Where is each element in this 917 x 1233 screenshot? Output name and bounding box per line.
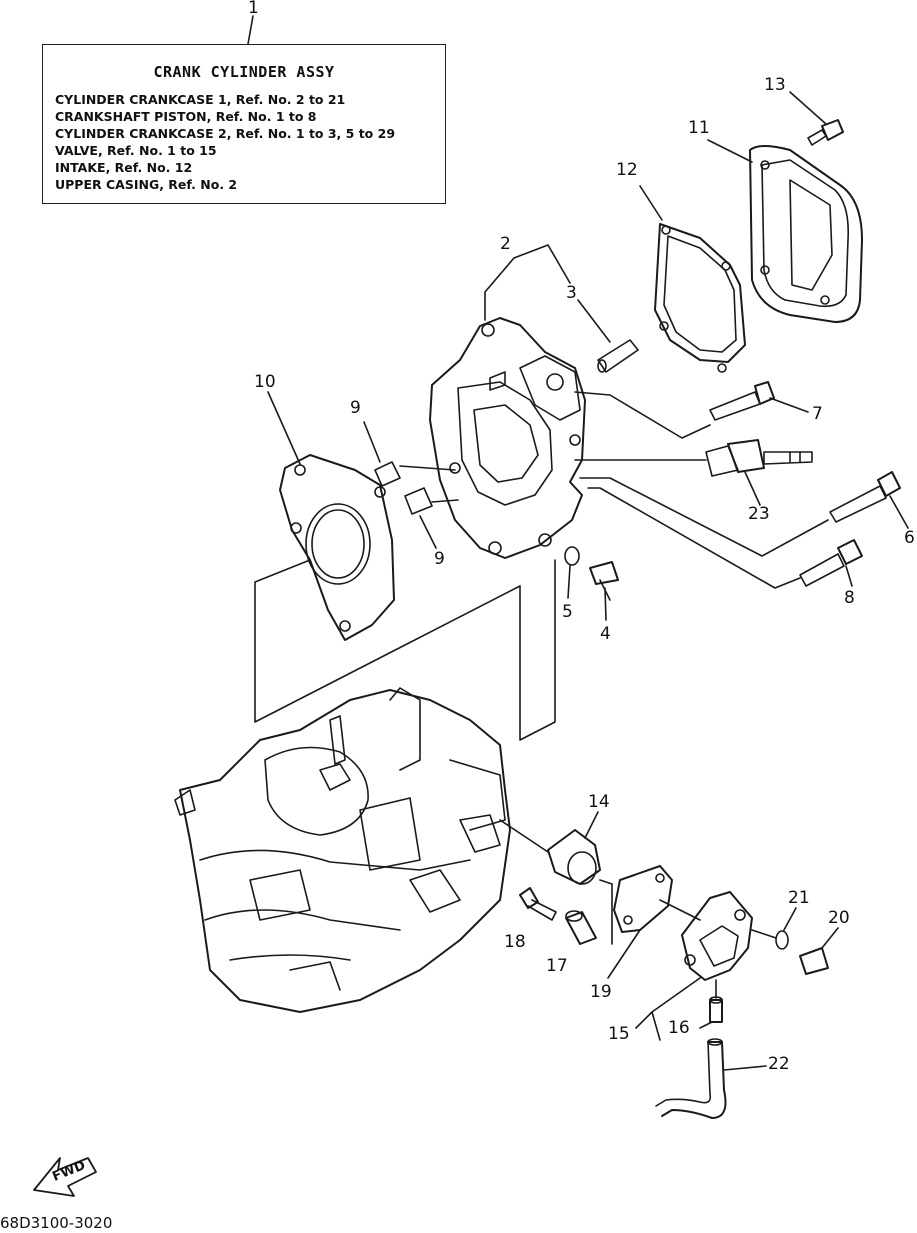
bolt-8 [799, 539, 863, 587]
kit-line: VALVE, Ref. No. 1 to 15 [55, 143, 217, 158]
leader-2 [484, 244, 571, 321]
dowel-9-upper [374, 461, 401, 487]
kit-line: CYLINDER CRANKCASE 1, Ref. No. 2 to 21 [55, 92, 346, 107]
dash-8 [587, 487, 801, 589]
leader-13 [789, 91, 827, 125]
bolt-13 [807, 119, 844, 146]
callout-15: 15 [608, 1024, 630, 1044]
callout-9-upper: 9 [350, 398, 361, 418]
kit-line: UPPER CASING, Ref. No. 2 [55, 177, 238, 192]
hose-22 [655, 1038, 727, 1119]
callout-16: 16 [668, 1018, 690, 1038]
callout-14: 14 [588, 792, 610, 812]
bolt-4 [589, 561, 619, 601]
kit-line: CRANKSHAFT PISTON, Ref. No. 1 to 8 [55, 109, 317, 124]
callout-4: 4 [600, 624, 611, 644]
washer-21 [775, 930, 789, 950]
leader-21 [783, 907, 797, 931]
callout-7: 7 [812, 404, 823, 424]
leader-1 [247, 15, 254, 45]
head-cover-gasket [654, 223, 746, 373]
callout-19: 19 [590, 982, 612, 1002]
cylinder-head-gasket [279, 454, 395, 641]
leader-7 [769, 397, 809, 413]
leader-16 [699, 1021, 713, 1029]
kit-title: CRANK CYLINDER ASSY [153, 63, 335, 81]
gasket-frame [254, 559, 556, 741]
callout-9-lower: 9 [434, 549, 445, 569]
leader-19 [607, 929, 641, 979]
dash-7 [574, 391, 711, 439]
leader-10 [267, 391, 301, 465]
leader-6 [889, 495, 909, 529]
fwd-arrow-icon [33, 1157, 97, 1197]
leader-9b [419, 515, 437, 549]
dash-9 [399, 465, 459, 503]
spark-plug [705, 439, 813, 477]
crankcase-block [174, 687, 511, 1013]
callout-12: 12 [616, 160, 638, 180]
bolt-6 [829, 471, 901, 523]
callout-5: 5 [562, 602, 573, 622]
bracket-19 [599, 879, 613, 945]
callout-3: 3 [566, 283, 577, 303]
bolt-18 [519, 887, 557, 921]
callout-2: 2 [500, 234, 511, 254]
kit-line: INTAKE, Ref. No. 12 [55, 160, 193, 175]
leader-5 [567, 565, 571, 599]
leader-8 [845, 565, 853, 587]
dowel-9-lower [404, 487, 433, 515]
callout-11: 11 [688, 118, 710, 138]
connect-14 [499, 819, 549, 853]
callout-6: 6 [904, 528, 915, 548]
kit-lines: CYLINDER CRANKCASE 1, Ref. No. 2 to 21 C… [55, 91, 395, 193]
cylinder-head-cover [749, 145, 863, 323]
leader-9a [363, 421, 381, 463]
thermostat-14 [547, 829, 601, 885]
dash-6 [579, 477, 829, 557]
kit-line: CYLINDER CRANKCASE 2, Ref. No. 1 to 3, 5… [55, 126, 396, 141]
leader-22 [723, 1065, 767, 1071]
callout-13: 13 [764, 75, 786, 95]
diagram-part-number: 68D3100-3020 [0, 1214, 113, 1232]
assembly-kit-box: CRANK CYLINDER ASSY CYLINDER CRANKCASE 1… [42, 44, 446, 204]
collar-17 [565, 910, 597, 945]
dowel-pin-3 [597, 339, 639, 373]
callout-18: 18 [504, 932, 526, 952]
callout-23: 23 [748, 504, 770, 524]
callout-20: 20 [828, 908, 850, 928]
leader-23 [744, 471, 761, 506]
callout-21: 21 [788, 888, 810, 908]
leader-20 [821, 927, 839, 949]
bolt-7 [709, 381, 775, 421]
leader-3 [577, 299, 611, 343]
callout-1: 1 [248, 0, 259, 18]
thermostat-gasket [613, 865, 673, 933]
washer-5 [564, 546, 580, 566]
leader-4 [604, 587, 607, 621]
bolt-20 [799, 947, 829, 975]
cylinder-head [429, 317, 586, 559]
callout-22: 22 [768, 1054, 790, 1074]
leader-15 [635, 977, 701, 1041]
callout-8: 8 [844, 588, 855, 608]
leader-14 [584, 811, 599, 839]
connect-21 [751, 929, 777, 939]
leader-11 [707, 139, 753, 163]
callout-10: 10 [254, 372, 276, 392]
connect-15 [659, 899, 701, 921]
valve-housing-15 [681, 891, 753, 981]
leader-12 [639, 185, 663, 221]
callout-17: 17 [546, 956, 568, 976]
hose-nipple-16 [709, 996, 723, 1023]
